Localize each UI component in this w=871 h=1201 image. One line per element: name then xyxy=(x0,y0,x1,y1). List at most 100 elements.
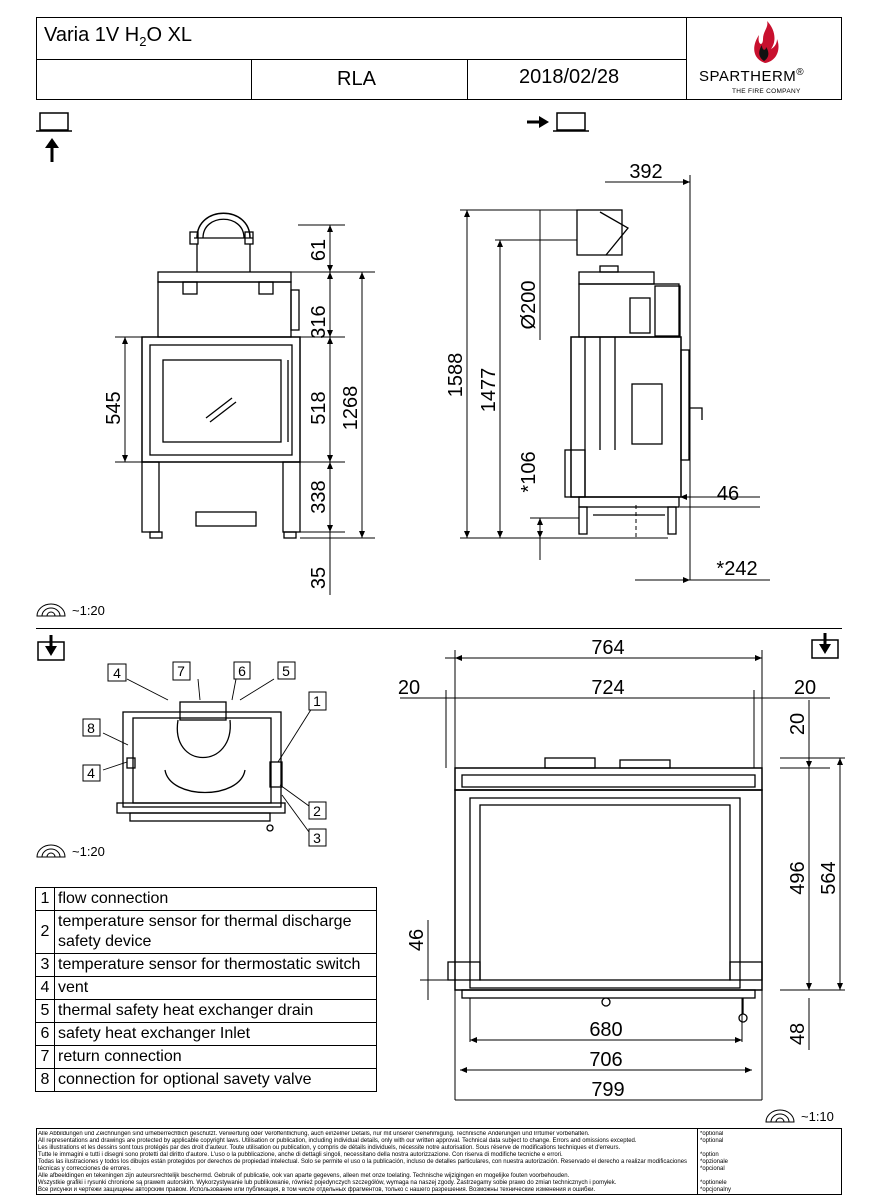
footer-legal-line: Todas las ilustraciones y todos los dibu… xyxy=(38,1159,688,1172)
dim-top-20-left: 20 xyxy=(398,677,420,699)
section-divider xyxy=(36,628,842,629)
footer-option-line: *optional xyxy=(700,1138,724,1144)
footer-legal-line: All representations and drawings are pro… xyxy=(38,1138,637,1144)
legend-number: 7 xyxy=(35,1045,55,1069)
callout-4-side: 4 xyxy=(87,765,95,781)
title-block-divider-h xyxy=(36,59,687,60)
dim-side-106: *106 xyxy=(518,451,540,492)
legend-text: thermal safety heat exchanger drain xyxy=(54,999,377,1023)
view-icon-top-right xyxy=(811,633,839,659)
legend-number: 1 xyxy=(35,887,55,911)
dim-front-35: 35 xyxy=(308,567,330,589)
dim-top-564: 564 xyxy=(818,861,840,894)
dim-top-764: 764 xyxy=(591,637,624,659)
dim-front-316: 316 xyxy=(308,305,330,338)
footer-legal-line: Les illustrations et les dessins sont to… xyxy=(38,1145,621,1151)
footer-legal-line: Все рисунки и чертежи защищены авторским… xyxy=(38,1187,596,1193)
title-block xyxy=(36,17,842,100)
legend-number: 8 xyxy=(35,1068,55,1092)
footer-option-line: *opzionale xyxy=(700,1159,729,1165)
scale-marker-3: ~1:10 xyxy=(763,1108,834,1124)
footer-option-line: *optional xyxy=(700,1131,724,1137)
dim-top-48: 48 xyxy=(787,1023,809,1045)
legend-text: temperature sensor for thermal discharge… xyxy=(54,910,377,954)
front-view-drawing: 61 316 518 1268 545 338 35 xyxy=(103,212,375,595)
footer-legal-line: Tutte le immagini e tutti i disegni sono… xyxy=(38,1152,563,1158)
model-title: Varia 1V H2O XL xyxy=(44,24,193,49)
drawing-code: RLA xyxy=(337,68,376,90)
dim-top-680: 680 xyxy=(589,1019,622,1041)
view-icon-side xyxy=(527,112,589,132)
footer-box xyxy=(36,1128,842,1195)
dim-side-dia200: Ø200 xyxy=(518,281,540,330)
dim-top-799: 799 xyxy=(591,1079,624,1101)
connection-view-drawing: 4 7 6 5 1 8 4 2 3 xyxy=(82,661,327,847)
brand-name: SPARTHERM® xyxy=(699,67,805,85)
top-view-drawing: 764 20 724 20 20 496 564 46 680 706 799 … xyxy=(398,637,845,1101)
legend-number: 5 xyxy=(35,999,55,1023)
footer-legal-text: Alle Abbildungen und Zeichnungen sind ur… xyxy=(38,1131,694,1193)
footer-legal-line: Wszystkie grafiki i rysunki chronione są… xyxy=(38,1180,617,1186)
footer-option-line: *option xyxy=(700,1152,719,1158)
dim-front-545: 545 xyxy=(103,391,125,424)
footer-option-line xyxy=(700,1173,840,1180)
legend-number: 3 xyxy=(35,953,55,977)
title-block-divider-v2 xyxy=(251,59,252,100)
legend-text: safety heat exchanger Inlet xyxy=(54,1022,377,1046)
callout-4-top: 4 xyxy=(113,665,121,681)
footer-option-line: *optionele xyxy=(700,1180,727,1186)
footer-divider xyxy=(697,1128,698,1195)
dim-front-338: 338 xyxy=(308,480,330,513)
legend-number: 4 xyxy=(35,976,55,1000)
spartherm-flame-logo xyxy=(754,21,779,63)
footer-legal-line: Alle afbeeldingen en tekeningen zijn aut… xyxy=(38,1173,570,1179)
callout-2: 2 xyxy=(313,803,321,819)
dim-top-20-vert: 20 xyxy=(787,713,809,735)
brand-tagline: THE FIRE COMPANY xyxy=(732,88,801,95)
legend-number: 2 xyxy=(35,910,55,954)
dim-side-1588: 1588 xyxy=(445,353,467,398)
dim-top-496: 496 xyxy=(787,861,809,894)
footer-option-line xyxy=(700,1145,840,1152)
legend-text: flow connection xyxy=(54,887,377,911)
title-block-divider-v3 xyxy=(467,59,468,100)
footer-option-line: *opcjonalny xyxy=(700,1187,732,1193)
legend-text: temperature sensor for thermostatic swit… xyxy=(54,953,377,977)
dim-side-1477: 1477 xyxy=(478,368,500,413)
legend-text: return connection xyxy=(54,1045,377,1069)
scale-marker-1: ~1:20 xyxy=(34,602,105,618)
dim-front-1268: 1268 xyxy=(340,386,362,431)
scale-marker-2: ~1:20 xyxy=(34,843,105,859)
legend-text: connection for optional savety valve xyxy=(54,1068,377,1092)
callout-7: 7 xyxy=(177,663,185,679)
dim-front-61: 61 xyxy=(308,239,330,261)
dim-side-46: 46 xyxy=(717,483,739,505)
footer-options-text: *optional*optional *option*opzionale*opc… xyxy=(700,1131,840,1193)
view-icon-top-left xyxy=(37,635,65,661)
footer-legal-line: Alle Abbildungen und Zeichnungen sind ur… xyxy=(38,1131,590,1137)
scale-icon xyxy=(36,844,66,858)
scale-icon xyxy=(765,1109,795,1123)
legend-text: vent xyxy=(54,976,377,1000)
dim-top-20-right: 20 xyxy=(794,677,816,699)
title-block-divider-v1 xyxy=(686,17,687,100)
callout-1: 1 xyxy=(313,693,321,709)
dim-front-518: 518 xyxy=(308,391,330,424)
side-view-drawing: 392 1588 1477 Ø200 *106 46 *242 xyxy=(445,161,770,583)
legend-number: 6 xyxy=(35,1022,55,1046)
dim-top-706: 706 xyxy=(589,1049,622,1071)
dim-top-724: 724 xyxy=(591,677,624,699)
callout-6: 6 xyxy=(238,663,246,679)
drawing-date: 2018/02/28 xyxy=(519,66,620,88)
callout-3: 3 xyxy=(313,830,321,846)
footer-option-line: *opcional xyxy=(700,1166,725,1172)
